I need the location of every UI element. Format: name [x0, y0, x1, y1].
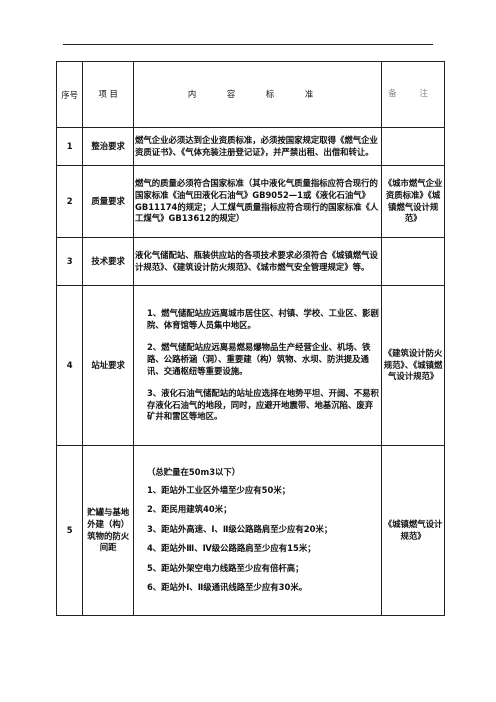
- header-content: 内 容 标 准: [132, 61, 383, 128]
- row-content: 燃气企业必须达到企业资质标准，必须按国家规定取得《燃气企业资质证书》、《气体充装…: [132, 127, 383, 166]
- row-no: 3: [55, 237, 84, 286]
- table-row: 3 技术要求 液化气储配站、瓶装供应站的各项技术要求必须符合《城镇燃气设计规范》…: [55, 237, 445, 286]
- row-remarks: 《建筑设计防火规范》、《城镇燃气设计规范》: [381, 285, 445, 446]
- row-content: 液化气储配站、瓶装供应站的各项技术要求必须符合《城镇燃气设计规范》、《建筑设计防…: [132, 237, 383, 286]
- row-no: 2: [55, 165, 84, 238]
- table-row: 2 质量要求 燃气的质量必须符合国家标准（其中液化气质量指标应符合现行的国家标准…: [55, 165, 445, 238]
- row-item: 整治要求: [82, 127, 134, 166]
- row-content: 燃气的质量必须符合国家标准（其中液化气质量指标应符合现行的国家标准《油气田液化石…: [132, 165, 383, 238]
- row-content-line: 6、距站外Ⅰ、Ⅱ级通讯线路至少应有30米。: [146, 582, 308, 593]
- row-item: 站址要求: [82, 285, 134, 446]
- table-header-row: 序号 项 目 内 容 标 准 备 注: [55, 61, 445, 128]
- row-item: 质量要求: [82, 165, 134, 238]
- row-no: 5: [55, 445, 84, 616]
- row-content-line: 燃气企业必须达到企业资质标准，必须按国家规定取得《燃气企业资质证书》、《气体充装…: [134, 134, 378, 157]
- row-remarks: [381, 127, 445, 166]
- row-no: 4: [55, 285, 84, 446]
- standards-table: 序号 项 目 内 容 标 准 备 注 1 整治要求 燃气企业必须达到企业资质标准…: [55, 61, 445, 616]
- row-content-line: 3、距站外高速、Ⅰ、Ⅱ级公路路肩至少应有20米；: [146, 523, 333, 534]
- row-item: 技术要求: [82, 237, 134, 286]
- row-content: 1、燃气储配站应远离城市居住区、村镇、学校、工业区、影剧院、体育馆等人员集中地区…: [132, 285, 383, 446]
- row-content-line: （总贮量在50m3以下）: [146, 466, 241, 477]
- row-content-line: 4、距站外Ⅲ、Ⅳ级公路路肩至少应有15米；: [146, 543, 316, 554]
- header-item: 项 目: [82, 61, 134, 128]
- row-content-line: 2、燃气储配站应远离易燃易爆物品生产经营企业、机场、铁路、公路桥涵（洞）、重要建…: [146, 342, 371, 376]
- top-rule: [63, 44, 433, 45]
- header-remarks-label: 备 注: [388, 89, 438, 100]
- row-content-line: 燃气的质量必须符合国家标准（其中液化气质量指标应符合现行的国家标准《油气田液化石…: [134, 178, 379, 224]
- row-no: 1: [55, 127, 84, 166]
- row-remarks: [381, 237, 445, 286]
- table-row: 5 贮罐与基地外建（构）筑物的防火间距 （总贮量在50m3以下） 1、距站外工业…: [55, 445, 445, 616]
- row-content-line: 2、距民用建筑40米；: [146, 504, 232, 515]
- header-remarks: 备 注: [381, 61, 445, 128]
- row-remarks: 《城市燃气企业资质标准》《城镇燃气设计规范》: [381, 165, 445, 238]
- header-content-label: 内 容 标 准: [187, 88, 328, 99]
- row-item: 贮罐与基地外建（构）筑物的防火间距: [82, 445, 134, 616]
- row-content-line: 3、液化石油气储配站的站址应选择在地势平坦、开阔、不易积存液化石油气的地段，同时…: [146, 388, 379, 422]
- row-content-line: 5、距站外架空电力线路至少应有倍杆高；: [146, 562, 304, 573]
- row-remarks: 《城镇燃气设计规范》: [381, 445, 445, 616]
- table-row: 1 整治要求 燃气企业必须达到企业资质标准，必须按国家规定取得《燃气企业资质证书…: [55, 127, 445, 166]
- row-content-line: 1、燃气储配站应远离城市居住区、村镇、学校、工业区、影剧院、体育馆等人员集中地区…: [146, 308, 379, 330]
- row-content-line: 液化气储配站、瓶装供应站的各项技术要求必须符合《城镇燃气设计规范》、《建筑设计防…: [134, 249, 378, 272]
- row-content: （总贮量在50m3以下） 1、距站外工业区外墙至少应有50米； 2、距民用建筑4…: [132, 445, 383, 616]
- table-row: 4 站址要求 1、燃气储配站应远离城市居住区、村镇、学校、工业区、影剧院、体育馆…: [55, 285, 445, 446]
- header-no: 序号: [55, 61, 84, 128]
- row-content-line: 1、距站外工业区外墙至少应有50米；: [146, 484, 291, 495]
